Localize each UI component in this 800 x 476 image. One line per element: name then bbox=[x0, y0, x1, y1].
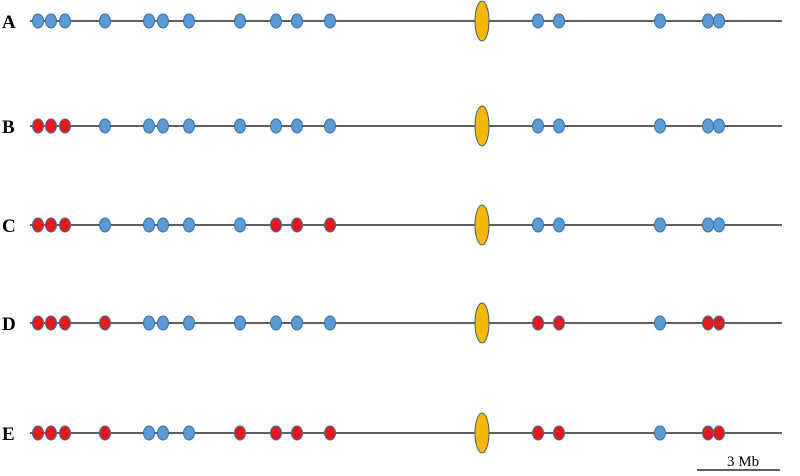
red-marker bbox=[45, 217, 57, 233]
blue-marker bbox=[143, 425, 155, 441]
blue-marker bbox=[183, 217, 195, 233]
blue-marker bbox=[157, 13, 169, 29]
blue-marker bbox=[291, 118, 303, 134]
red-marker bbox=[59, 315, 71, 331]
blue-marker bbox=[532, 13, 544, 29]
blue-marker bbox=[324, 118, 336, 134]
row-label: D bbox=[2, 314, 16, 335]
blue-marker bbox=[157, 425, 169, 441]
red-marker bbox=[32, 425, 44, 441]
row-label: C bbox=[2, 216, 16, 237]
chromosome-row-b: B bbox=[2, 105, 782, 147]
red-marker bbox=[324, 217, 336, 233]
blue-marker bbox=[553, 217, 565, 233]
blue-marker bbox=[654, 425, 666, 441]
blue-marker bbox=[654, 217, 666, 233]
red-marker bbox=[234, 425, 246, 441]
blue-marker bbox=[143, 315, 155, 331]
blue-marker bbox=[291, 315, 303, 331]
centromere bbox=[474, 412, 490, 454]
red-marker bbox=[45, 118, 57, 134]
blue-marker bbox=[32, 13, 44, 29]
blue-marker bbox=[157, 315, 169, 331]
blue-marker bbox=[654, 118, 666, 134]
blue-marker bbox=[143, 13, 155, 29]
blue-marker bbox=[234, 118, 246, 134]
row-label: A bbox=[2, 12, 16, 33]
blue-marker bbox=[324, 315, 336, 331]
blue-marker bbox=[59, 13, 71, 29]
blue-marker bbox=[270, 315, 282, 331]
red-marker bbox=[45, 425, 57, 441]
blue-marker bbox=[713, 217, 725, 233]
red-marker bbox=[270, 217, 282, 233]
red-marker bbox=[532, 425, 544, 441]
row-label: B bbox=[2, 117, 15, 138]
blue-marker bbox=[654, 13, 666, 29]
red-marker bbox=[553, 315, 565, 331]
red-marker bbox=[532, 315, 544, 331]
red-marker bbox=[270, 425, 282, 441]
red-marker bbox=[99, 315, 111, 331]
red-marker bbox=[713, 315, 725, 331]
blue-marker bbox=[234, 217, 246, 233]
red-marker bbox=[59, 425, 71, 441]
blue-marker bbox=[183, 118, 195, 134]
blue-marker bbox=[183, 315, 195, 331]
blue-marker bbox=[143, 217, 155, 233]
chromosome-rows: A B C D E bbox=[2, 0, 782, 454]
blue-marker bbox=[532, 217, 544, 233]
blue-marker bbox=[713, 118, 725, 134]
blue-marker bbox=[157, 217, 169, 233]
blue-marker bbox=[654, 315, 666, 331]
scale-bar: 3 Mb bbox=[697, 454, 780, 471]
blue-marker bbox=[702, 217, 714, 233]
chromosome-row-c: C bbox=[2, 204, 782, 246]
scale-bar-label: 3 Mb bbox=[727, 454, 759, 470]
blue-marker bbox=[157, 118, 169, 134]
red-marker bbox=[45, 315, 57, 331]
red-marker bbox=[713, 425, 725, 441]
blue-marker bbox=[553, 13, 565, 29]
blue-marker bbox=[183, 425, 195, 441]
blue-marker bbox=[45, 13, 57, 29]
centromere bbox=[474, 204, 490, 246]
blue-marker bbox=[553, 118, 565, 134]
chromosome-row-d: D bbox=[2, 302, 782, 344]
blue-marker bbox=[291, 13, 303, 29]
red-marker bbox=[32, 315, 44, 331]
blue-marker bbox=[702, 118, 714, 134]
blue-marker bbox=[702, 13, 714, 29]
blue-marker bbox=[183, 13, 195, 29]
blue-marker bbox=[234, 13, 246, 29]
red-marker bbox=[59, 118, 71, 134]
red-marker bbox=[553, 425, 565, 441]
red-marker bbox=[32, 217, 44, 233]
red-marker bbox=[59, 217, 71, 233]
blue-marker bbox=[99, 13, 111, 29]
red-marker bbox=[99, 425, 111, 441]
blue-marker bbox=[270, 13, 282, 29]
chromosome-row-e: E bbox=[2, 412, 782, 454]
red-marker bbox=[291, 217, 303, 233]
blue-marker bbox=[234, 315, 246, 331]
red-marker bbox=[32, 118, 44, 134]
blue-marker bbox=[99, 118, 111, 134]
blue-marker bbox=[270, 118, 282, 134]
red-marker bbox=[702, 315, 714, 331]
blue-marker bbox=[143, 118, 155, 134]
blue-marker bbox=[99, 217, 111, 233]
red-marker bbox=[702, 425, 714, 441]
red-marker bbox=[291, 425, 303, 441]
red-marker bbox=[324, 425, 336, 441]
blue-marker bbox=[324, 13, 336, 29]
row-label: E bbox=[2, 424, 15, 445]
centromere bbox=[474, 105, 490, 147]
blue-marker bbox=[713, 13, 725, 29]
centromere bbox=[474, 0, 490, 42]
centromere bbox=[474, 302, 490, 344]
chromosome-row-a: A bbox=[2, 0, 782, 42]
blue-marker bbox=[532, 118, 544, 134]
